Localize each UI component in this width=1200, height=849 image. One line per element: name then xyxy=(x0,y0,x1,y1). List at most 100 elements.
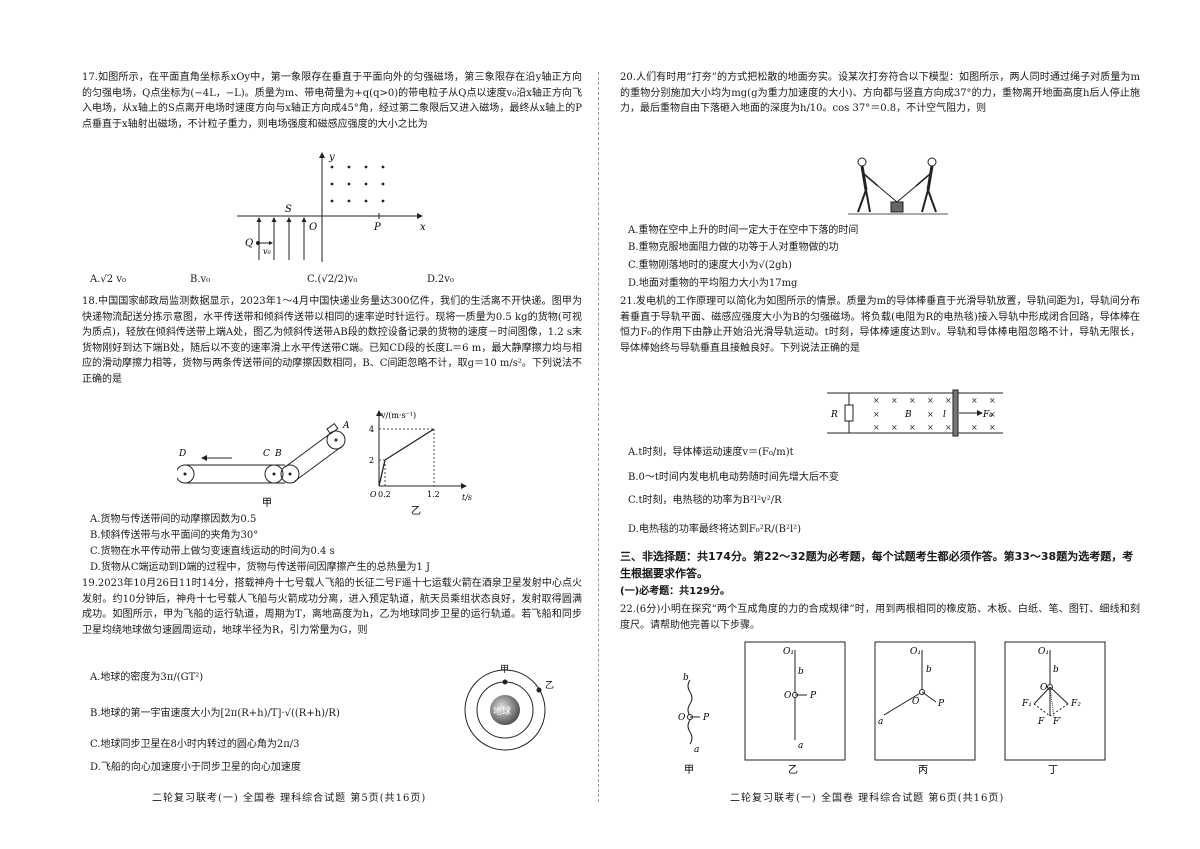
q18-figure-jia: D C B A 甲 xyxy=(177,421,350,509)
q17-v0-label: v₀ xyxy=(263,247,272,256)
q18-caption-yi: 乙 xyxy=(411,505,421,517)
q21-option-d: D.电热毯的功率最终将达到F₀²R/(B²l²) xyxy=(628,524,802,535)
left-footer: 二轮复习联考(一) 全国卷 理科综合试题 第5页(共16页) xyxy=(152,793,427,804)
q18-yi-y4: 4 xyxy=(369,425,374,434)
q21-f0-label: F₀ xyxy=(982,410,993,420)
q20-stem: 20.人们有时用“打夯”的方式把松散的地面夯实。设某次打夯符合以下模型：如图所示… xyxy=(620,72,1140,114)
q22-yi-p: P xyxy=(809,691,817,701)
q18-yi-x02: 0.2 xyxy=(378,490,391,499)
q22-jia-b: b xyxy=(683,673,689,683)
q18-yi-ylabel: v/(m·s⁻¹) xyxy=(380,411,416,420)
q22-bing-b: b xyxy=(926,665,932,675)
q18-option-a: A.货物与传送带间的动摩擦因数为0.5 xyxy=(90,514,257,525)
q22-bing-o1: O₁ xyxy=(910,647,921,657)
q22-ding-f: F xyxy=(1037,717,1045,727)
q21-option-a: A.t时刻，导体棒运动速度v＝(F₀/m)t xyxy=(628,447,794,458)
q21-option-c: C.t时刻，电热毯的功率为B²l²v²/R xyxy=(628,495,782,506)
svg-text:×: × xyxy=(989,410,996,419)
q19-earth-label: 地球 xyxy=(493,705,511,717)
q17-p-label: P xyxy=(373,222,381,233)
svg-text:×: × xyxy=(873,410,880,419)
q22-jia-p: P xyxy=(702,713,710,723)
q18-yi-x12: 1.2 xyxy=(427,490,440,499)
q21-l-label: l xyxy=(943,410,946,420)
question-22: 22.(6分)小明在探究“两个互成角度的力的合成规律”时，用到两根相同的橡皮筋、… xyxy=(620,602,1140,633)
q17-figure: y x O S P Q v₀ xyxy=(237,152,426,262)
q22-ding-b: b xyxy=(1053,665,1059,675)
q19-option-d: D.飞船的向心加速度小于同步卫星的向心加速度 xyxy=(90,762,301,773)
q22-ding-fprime: F′ xyxy=(1052,717,1061,727)
q22-figures: O P b a 甲 O₁ b O P a 乙 O₁ b O P a 丙 xyxy=(678,641,1106,775)
q22-ding-o1: O₁ xyxy=(1038,647,1049,657)
q22-caption-jia: 甲 xyxy=(684,765,694,775)
q21-figure: ××××××× ××× ××××××× R B l F₀ xyxy=(827,389,1003,437)
section-3a-heading: (一)必考题：共129分。 xyxy=(620,586,731,597)
q19-stem: 19.2023年10月26日11时14分，搭载神舟十七号载人飞船的长征二号F遥十… xyxy=(82,578,582,636)
q20-option-a: A.重物在空中上升的时间一定大于在空中下落的时间 xyxy=(628,225,859,236)
q18-figure-yi: v/(m·s⁻¹) t/s 4 2 O 0.2 1.2 乙 xyxy=(369,410,472,517)
svg-text:×: × xyxy=(927,396,934,405)
q18-yi-origin: O xyxy=(370,490,377,499)
page-divider xyxy=(598,72,599,802)
q19-yi-label: 乙 xyxy=(545,680,554,691)
q22-jia-o: O xyxy=(678,713,686,723)
q18-label-d: D xyxy=(178,449,186,459)
q17-stem: 17.如图所示，在平面直角坐标系xOy中，第一象限存在垂直于平面向外的匀强磁场，… xyxy=(82,72,582,130)
svg-text:×: × xyxy=(909,396,916,405)
svg-text:×: × xyxy=(873,423,880,432)
q19-option-c: C.地球同步卫星在8小时内转过的圆心角为2π/3 xyxy=(90,739,300,750)
q17-q-label: Q xyxy=(245,238,253,249)
q18-label-a: A xyxy=(342,421,350,431)
q22-yi-o: O xyxy=(784,691,792,701)
right-footer: 二轮复习联考(一) 全国卷 理科综合试题 第6页(共16页) xyxy=(730,793,1005,804)
q22-ding-f2: F₂ xyxy=(1070,699,1081,709)
q19-jia-label: 甲 xyxy=(500,664,509,675)
svg-text:×: × xyxy=(891,396,898,405)
svg-text:×: × xyxy=(989,396,996,405)
svg-text:×: × xyxy=(873,396,880,405)
q18-stem: 18.中国国家邮政局监测数据显示，2023年1～4月中国快递业务量达300亿件，… xyxy=(82,296,582,385)
q19-option-b: B.地球的第一宇宙速度大小为[2π(R+h)/T]·√((R+h)/R) xyxy=(90,708,340,719)
question-17: 17.如图所示，在平面直角坐标系xOy中，第一象限存在垂直于平面向外的匀强磁场，… xyxy=(82,70,582,132)
q22-caption-ding: 丁 xyxy=(1048,765,1058,775)
svg-text:×: × xyxy=(927,423,934,432)
q17-x-label: x xyxy=(420,222,426,233)
q22-bing-p: P xyxy=(937,699,945,709)
svg-text:×: × xyxy=(971,423,978,432)
question-18: 18.中国国家邮政局监测数据显示，2023年1～4月中国快递业务量达300亿件，… xyxy=(82,294,582,387)
q17-y-label: y xyxy=(328,152,335,163)
q17-origin-label: O xyxy=(309,222,317,233)
svg-text:×: × xyxy=(945,396,952,405)
q22-bing-o: O xyxy=(912,697,920,707)
left-page: 17.如图所示，在平面直角坐标系xOy中，第一象限存在垂直于平面向外的匀强磁场，… xyxy=(82,0,582,849)
svg-text:×: × xyxy=(909,423,916,432)
q22-stem: 22.(6分)小明在探究“两个互成角度的力的合成规律”时，用到两根相同的橡皮筋、… xyxy=(620,604,1140,631)
q19-figure: 地球 甲 乙 xyxy=(464,664,554,751)
q17-option-b: B.v₀ xyxy=(190,274,211,285)
q17-option-c: C.(√2/2)v₀ xyxy=(307,274,358,285)
question-21: 21.发电机的工作原理可以简化为如图所示的情景。质量为m的导体棒垂直于光滑导轨放… xyxy=(620,294,1140,356)
q19-option-a: A.地球的密度为3π/(GT²) xyxy=(90,672,204,683)
q20-option-d: D.地面对重物的平均阻力大小为17mg xyxy=(628,278,798,289)
svg-text:×: × xyxy=(927,410,934,419)
q22-yi-o1: O₁ xyxy=(783,647,794,657)
svg-text:×: × xyxy=(945,423,952,432)
q18-label-b: B xyxy=(274,449,282,459)
q22-ding-f1: F₁ xyxy=(1021,699,1032,709)
q18-yi-y2: 2 xyxy=(369,456,374,465)
q20-option-c: C.重物刚落地时的速度大小为√(2gh) xyxy=(628,260,792,271)
svg-text:×: × xyxy=(891,423,898,432)
q18-option-b: B.倾斜传送带与水平面间的夹角为30° xyxy=(90,530,259,541)
q17-option-a: A.√2 v₀ xyxy=(90,274,126,285)
q18-yi-xlabel: t/s xyxy=(462,493,472,502)
q22-caption-bing: 丙 xyxy=(918,765,928,775)
q21-r-label: R xyxy=(830,410,838,420)
question-20: 20.人们有时用“打夯”的方式把松散的地面夯实。设某次打夯符合以下模型：如图所示… xyxy=(620,70,1140,117)
q17-option-d: D.2v₀ xyxy=(427,274,454,285)
q21-b-label: B xyxy=(904,410,912,420)
q18-caption-jia: 甲 xyxy=(262,498,272,509)
q22-yi-a: a xyxy=(798,741,803,751)
q22-caption-yi: 乙 xyxy=(788,764,798,775)
q18-option-c: C.货物在水平传动带上做匀变速直线运动的时间为0.4 s xyxy=(90,546,335,557)
svg-text:×: × xyxy=(971,396,978,405)
